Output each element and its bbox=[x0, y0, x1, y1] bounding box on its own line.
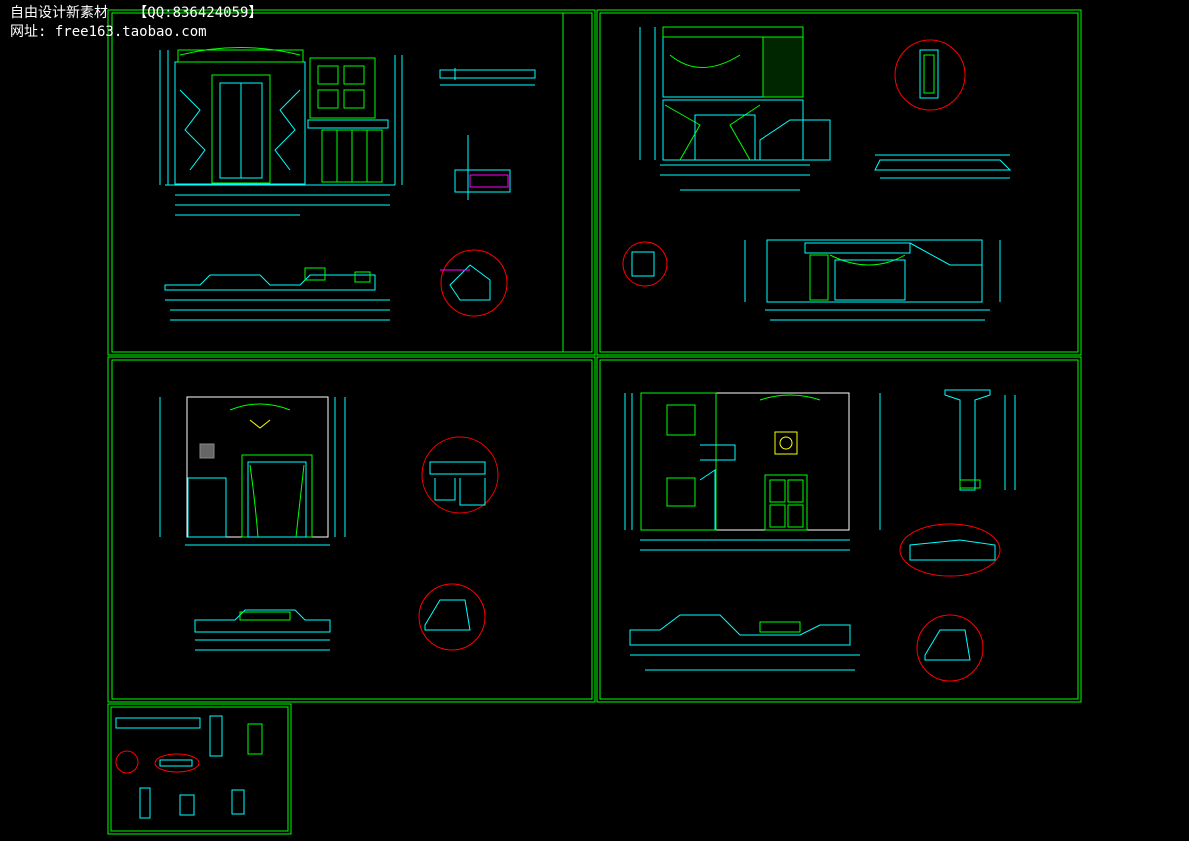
sheet-top-left-details bbox=[439, 68, 536, 317]
sheet-top-right-elevation-a bbox=[639, 26, 831, 191]
watermark-title: 自由设计新素材 【QQ:836424059】 bbox=[10, 5, 263, 21]
sheet-bottom-left-frame bbox=[107, 703, 292, 835]
sheet-mid-right-elevation bbox=[624, 392, 881, 551]
detail-circle-icon bbox=[894, 39, 966, 111]
sheet-top-right-frame bbox=[596, 9, 1082, 356]
sheet-top-left-elevation bbox=[159, 47, 403, 216]
detail-circle-icon bbox=[916, 614, 984, 682]
watermark-url[interactable]: 网址: free163.taobao.com bbox=[10, 24, 207, 40]
sheet-mid-right-frame bbox=[596, 356, 1082, 703]
sheet-bottom-left-details bbox=[115, 715, 263, 819]
sheet-top-right-details bbox=[622, 39, 1012, 287]
detail-circle-icon bbox=[622, 241, 668, 287]
sheet-frames bbox=[107, 9, 1082, 835]
sheet-mid-left-frame bbox=[107, 356, 596, 703]
detail-ellipse-icon bbox=[154, 753, 200, 773]
sheet-mid-left-details bbox=[418, 436, 499, 651]
sheet-top-left-frame bbox=[107, 9, 596, 356]
sheet-mid-left-plan bbox=[194, 609, 331, 651]
detail-circle-icon bbox=[440, 249, 508, 317]
sheet-mid-right-details bbox=[899, 389, 1016, 682]
sheet-top-right-elevation-b bbox=[744, 239, 1001, 321]
detail-circle-icon bbox=[421, 436, 499, 514]
sheet-top-left-plan bbox=[164, 267, 390, 321]
detail-circle-icon bbox=[115, 750, 139, 774]
sheet-mid-left-elevation bbox=[159, 396, 346, 546]
sheet-mid-right-plan bbox=[629, 614, 860, 671]
detail-ellipse-icon bbox=[899, 523, 1001, 577]
detail-circle-icon bbox=[418, 583, 486, 651]
